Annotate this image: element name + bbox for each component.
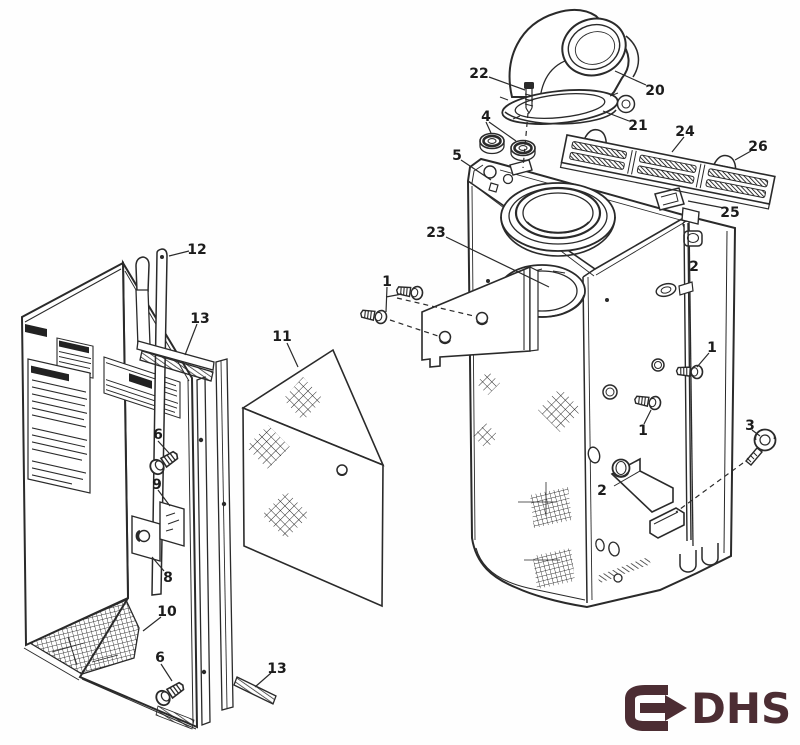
callout-26: 26 <box>748 139 767 155</box>
trim-strip-13-lower <box>233 676 277 705</box>
mounting-ring-21 <box>499 89 636 125</box>
inner-panel-11 <box>241 348 385 608</box>
grommets-4 <box>479 132 536 162</box>
main-housing <box>466 157 737 609</box>
callout-13: 13 <box>267 661 286 677</box>
callout-22: 22 <box>469 66 488 82</box>
trim-strip-13-upper <box>139 350 214 382</box>
cover-bottom-hatch <box>155 705 195 730</box>
screw-22 <box>524 82 534 115</box>
flue-collar <box>500 182 616 257</box>
thumbscrew-3 <box>745 428 777 466</box>
vent-grille-24 <box>559 128 776 210</box>
callout-24: 24 <box>675 124 695 140</box>
hold-down-strip <box>135 256 215 371</box>
callout-25: 25 <box>720 205 739 221</box>
rod-12 <box>151 248 168 596</box>
dhs-logo-ring-icon <box>625 685 668 731</box>
dhs-logo: DHS <box>625 684 791 733</box>
callout-23: 23 <box>426 225 445 241</box>
alignment-dashes <box>389 112 744 513</box>
small-label-bar <box>25 324 47 337</box>
callout-1: 1 <box>707 340 717 356</box>
plate-8 <box>131 515 161 562</box>
insulation-patch <box>283 377 323 421</box>
callout-13: 13 <box>190 311 209 327</box>
screw-1 <box>394 282 425 302</box>
vent-elbow-20 <box>508 8 640 100</box>
mounting-bracket-23 <box>421 265 539 368</box>
callout-3: 3 <box>745 418 755 434</box>
callout-4: 4 <box>481 109 491 125</box>
corner-holes-5 <box>471 164 514 193</box>
sight-window-9 <box>159 501 185 547</box>
mesh-floor-10 <box>28 599 140 675</box>
callout-2: 2 <box>597 483 607 499</box>
insulation-patch <box>246 425 290 469</box>
installation-notice-label <box>27 358 91 494</box>
screw-1 <box>358 306 389 326</box>
callout-20: 20 <box>645 83 665 99</box>
callout-10: 10 <box>157 604 177 620</box>
callout-6: 6 <box>153 427 163 443</box>
callout-21: 21 <box>628 118 647 134</box>
dhs-logo-text: DHS <box>691 684 791 733</box>
cover-side-rail <box>215 358 234 711</box>
callout-2: 2 <box>689 259 699 275</box>
latch-bracket-2 <box>610 457 685 539</box>
callout-9: 9 <box>152 477 162 493</box>
rod-2 <box>678 220 694 542</box>
dhs-logo-arrow-icon <box>640 695 687 721</box>
callout-11: 11 <box>272 329 291 345</box>
callout-5: 5 <box>452 148 462 164</box>
insulation-patch <box>262 491 310 539</box>
callout-1: 1 <box>382 274 392 290</box>
callout-1: 1 <box>638 423 648 439</box>
outer-cover-panel <box>20 259 234 730</box>
callout-12: 12 <box>187 242 206 258</box>
bottom-hatch-strip <box>597 557 651 583</box>
callout-6: 6 <box>155 650 165 666</box>
callout-leader-lines <box>142 70 761 688</box>
callout-8: 8 <box>163 570 173 586</box>
